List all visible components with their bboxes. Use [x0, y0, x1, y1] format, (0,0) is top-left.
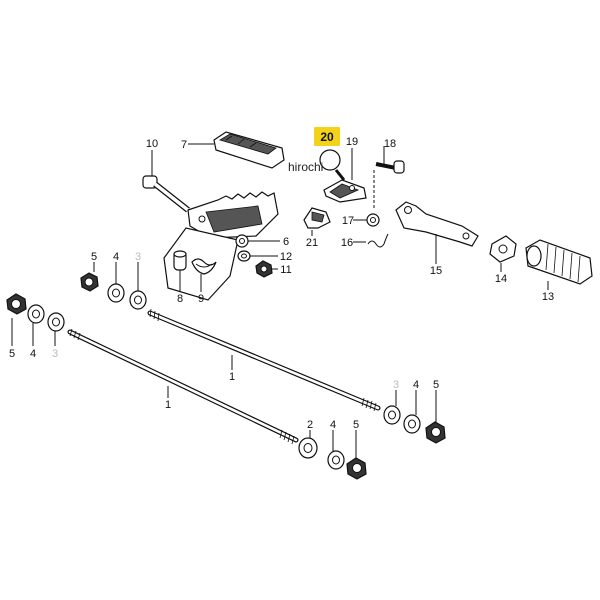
spring-9	[191, 258, 217, 275]
nut-right-upper	[425, 421, 446, 444]
washer-right-upper-1	[383, 405, 401, 425]
footrest-bracket	[187, 191, 279, 239]
part-label-19: 19	[346, 136, 358, 148]
part-label-11: 11	[280, 264, 291, 276]
part-label-6: 6	[283, 236, 289, 248]
highlight-box	[314, 127, 340, 146]
washer-upper-left-2	[129, 290, 147, 310]
part-label-21: 21	[306, 237, 318, 249]
spacer-bushing-2	[298, 437, 318, 459]
part-label-20: 20	[320, 130, 334, 144]
pin-8	[173, 250, 187, 271]
washer-17	[366, 213, 380, 227]
part-label-3c: 3	[393, 379, 399, 391]
nut-11	[255, 260, 273, 278]
lever-19	[323, 179, 367, 203]
bolt-10	[142, 175, 190, 213]
washer-right-upper-2	[403, 414, 421, 434]
part-label-5b: 5	[9, 348, 15, 360]
washer-right-lower	[327, 450, 345, 470]
part-label-14: 14	[495, 273, 507, 285]
part-labels: 10 7 19 18 17 16 21 15 14 13 6 12 11 8 9…	[9, 136, 554, 431]
part-label-4c: 4	[413, 379, 419, 391]
part-label-4b: 4	[30, 348, 36, 360]
part-label-5c: 5	[433, 379, 439, 391]
washer-lower-left-2	[47, 312, 65, 332]
part-label-18: 18	[384, 138, 396, 150]
part-label-4a: 4	[113, 251, 119, 263]
part-label-1a: 1	[229, 371, 235, 383]
part-label-12: 12	[280, 251, 292, 263]
part-label-4d: 4	[330, 419, 336, 431]
part-label-3a: 3	[135, 251, 141, 263]
washer-12	[237, 250, 251, 262]
bracket-15	[395, 201, 479, 247]
part-label-7: 7	[181, 139, 187, 151]
nut-lower-left	[6, 293, 27, 315]
nut-right-lower	[346, 457, 367, 480]
clip-21	[303, 207, 331, 229]
rod-lower	[67, 328, 299, 445]
part-label-17: 17	[342, 215, 354, 227]
spring-16	[367, 233, 389, 248]
nut-upper-left	[80, 272, 99, 292]
part-label-1b: 1	[165, 399, 171, 411]
part-label-10: 10	[146, 138, 158, 150]
bushing-14	[489, 235, 517, 263]
part-label-8: 8	[177, 293, 183, 305]
part-label-5a: 5	[91, 251, 97, 263]
watermark: hirochi	[288, 160, 323, 174]
part-label-2: 2	[307, 419, 313, 431]
washer-6	[235, 234, 249, 248]
footrest-rubber-13	[525, 239, 593, 285]
footrest-rubber-7	[213, 131, 285, 169]
lever-ball-20	[319, 149, 346, 181]
part-label-15: 15	[430, 265, 442, 277]
washer-upper-left-1	[107, 283, 125, 303]
rod-upper	[147, 308, 381, 412]
screw-18	[375, 160, 405, 174]
part-label-5d: 5	[353, 419, 359, 431]
part-label-9: 9	[198, 293, 204, 305]
part-label-13: 13	[542, 291, 554, 303]
leader-lines	[11, 143, 549, 458]
washer-lower-left-1	[27, 304, 45, 324]
part-label-3b: 3	[52, 348, 58, 360]
part-label-16: 16	[341, 237, 353, 249]
